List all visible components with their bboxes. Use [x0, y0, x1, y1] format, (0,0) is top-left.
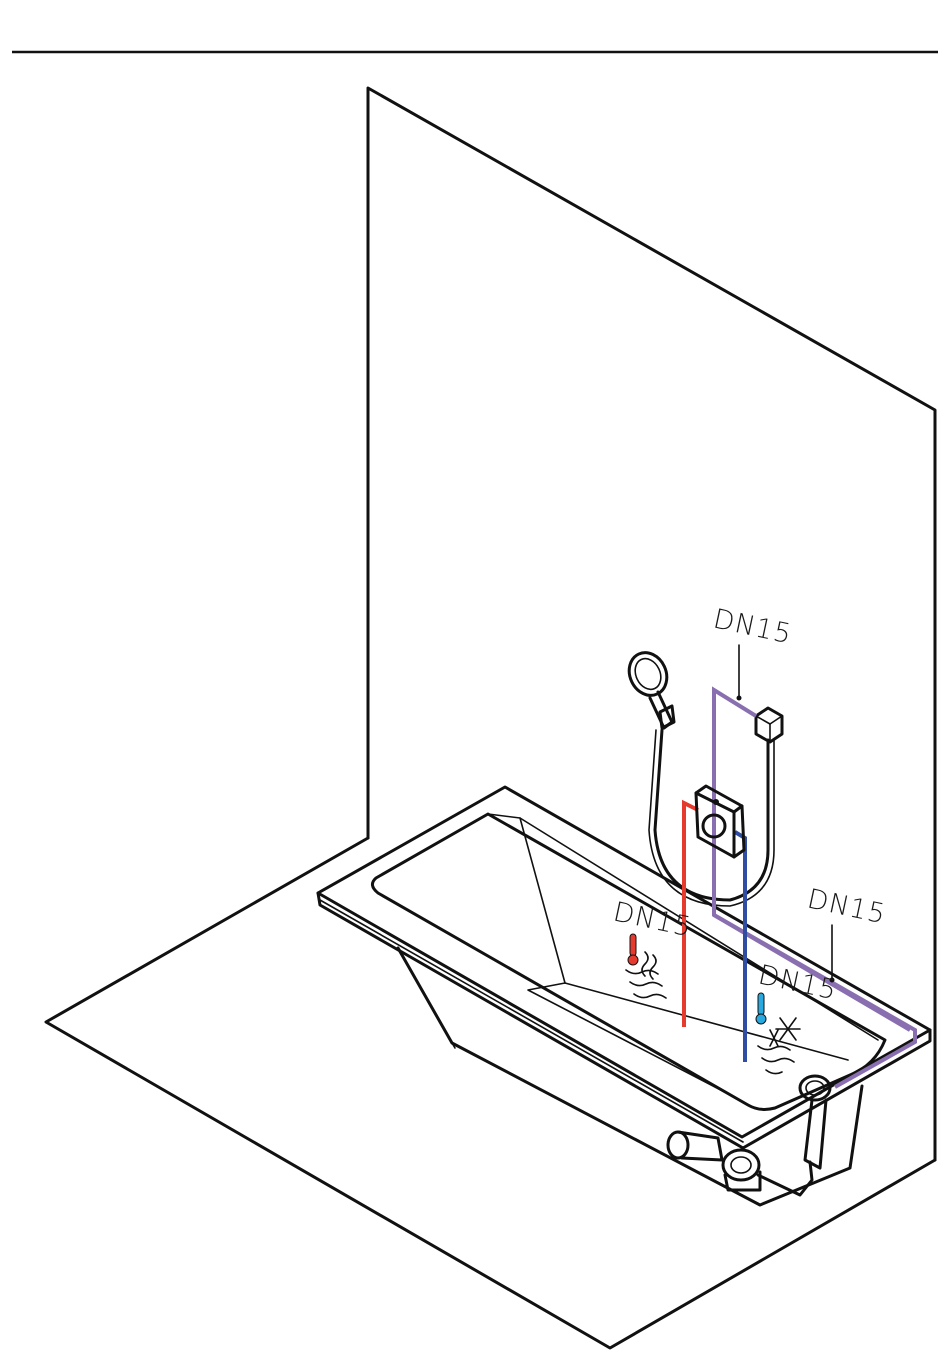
label-mixed-supply: DN15	[711, 604, 795, 651]
cold-water-icon	[756, 993, 800, 1074]
hot-water-icon	[626, 934, 666, 998]
label-mixed-outlet: DN15	[805, 884, 889, 931]
cold-water-pipe	[735, 832, 745, 1062]
bathtub	[318, 787, 930, 1205]
waste-drain	[668, 1132, 812, 1195]
hand-shower	[622, 646, 674, 728]
thermostat-mixer	[696, 786, 744, 857]
wall	[368, 88, 935, 1160]
wall-outlet-elbow	[756, 708, 782, 742]
label-cold-supply: DN15	[756, 960, 840, 1007]
